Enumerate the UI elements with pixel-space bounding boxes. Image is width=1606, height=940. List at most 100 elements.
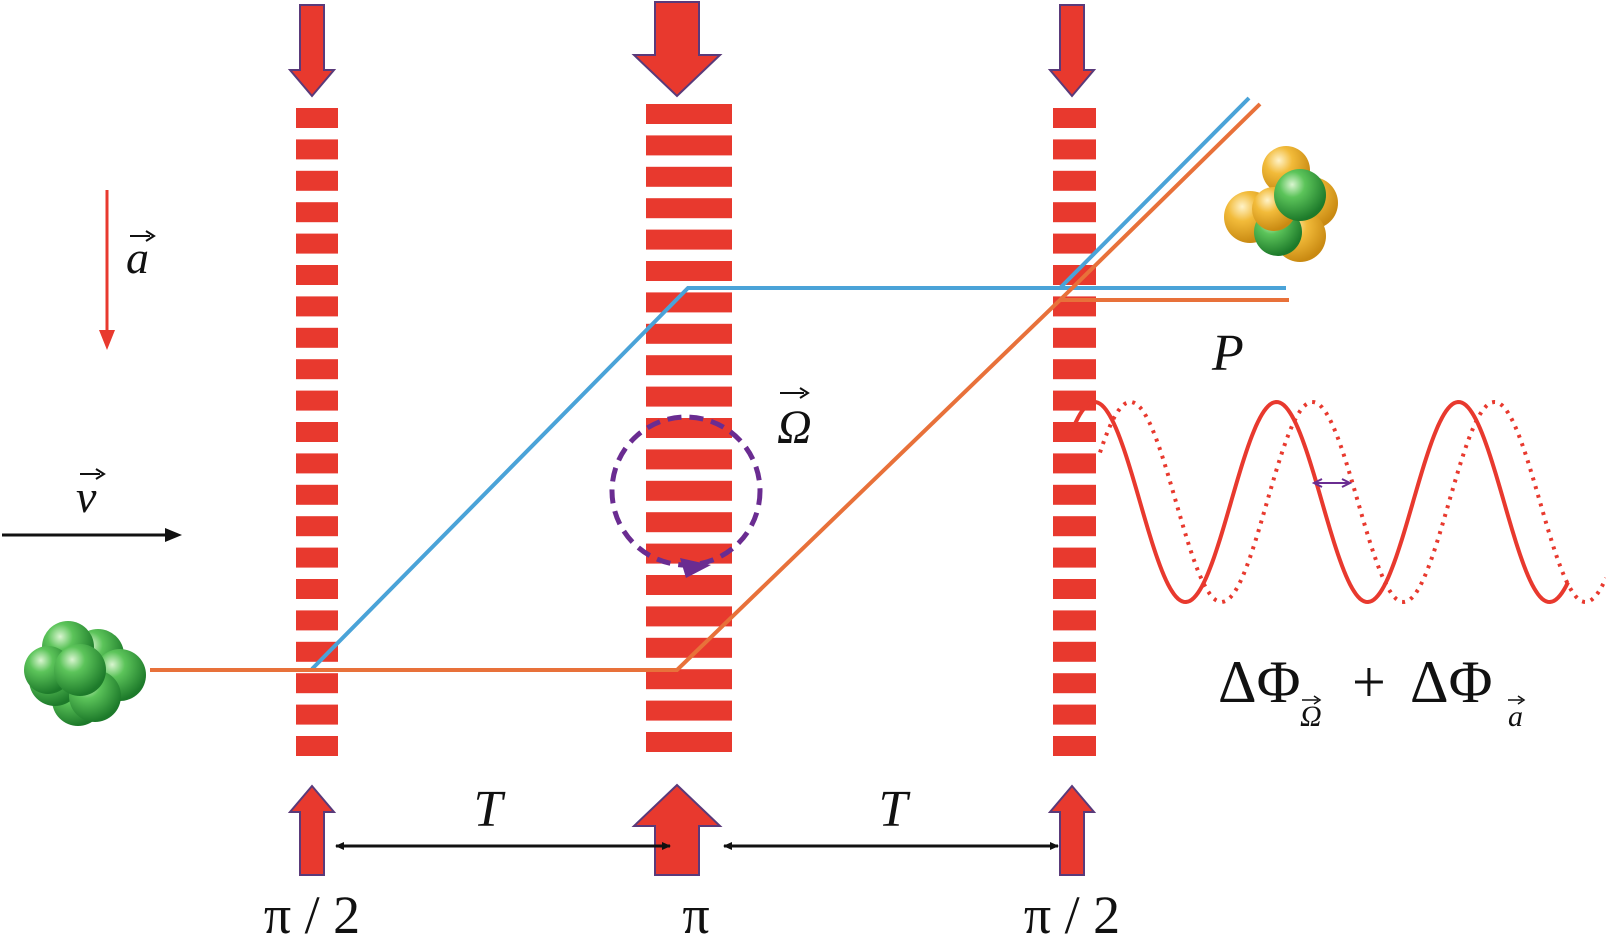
beam-left [296,108,338,756]
beam-segment [1053,390,1096,411]
beam-segment [296,296,338,317]
laser-beams [296,104,1096,756]
beam-segment [1053,359,1096,380]
acceleration-label: a [126,232,149,283]
beam-segment [646,323,732,344]
beam-segment [1053,673,1096,694]
beam-segment [1053,202,1096,223]
beam-segment [1053,233,1096,254]
phase-sub-1-hat [1302,695,1322,705]
beam-segment [296,233,338,254]
beam-segment [646,480,732,501]
beam-segment [296,139,338,160]
beam-segment [1053,170,1096,191]
beam-segment [1053,484,1096,505]
beam-segment [1053,579,1096,599]
beam-segment [1053,516,1096,537]
beam-segment [1053,641,1096,662]
beam-segment [646,512,732,533]
beam-segment [1053,422,1096,442]
right-top-pulse-arrow [1047,4,1097,98]
left-bottom-pulse-arrow [287,784,337,876]
beam-segment [646,261,732,281]
svg-text:ΔΦ: ΔΦ [1410,649,1492,715]
beam-segment [646,198,732,219]
beam-segment [646,575,732,595]
beam-segment [646,386,732,407]
phase-shift-indicator [1311,478,1353,488]
right-bottom-pulse-arrow [1047,784,1097,876]
beam-segment [296,641,338,662]
beam-segment [1053,453,1096,474]
beam-segment [646,135,732,156]
beam-segment [646,669,732,690]
velocity-arrow [2,528,182,542]
mixed-atom-cluster-icon [1224,146,1338,262]
beam-segment [296,579,338,599]
beam-segment [646,166,732,187]
pulse-arrows [287,1,1097,876]
beam-segment [1053,108,1096,128]
beam-segment [1053,736,1096,756]
beam-segment [296,202,338,223]
beam-segment [296,484,338,505]
beam-segment [646,637,732,658]
beam-segment [296,170,338,191]
beam-segment [1053,547,1096,568]
beam-segment [646,700,732,721]
acceleration-vector-hat [130,230,156,242]
beam-segment [296,108,338,128]
svg-text:ΔΦ: ΔΦ [1218,649,1300,715]
phase-sub-2-hat [1508,695,1526,705]
pulse-right-label: π / 2 [1024,885,1120,940]
phase-plus: + [1352,649,1386,715]
beam-segment [296,673,338,694]
pulse-left-label: π / 2 [264,885,360,940]
beam-segment [296,516,338,537]
beam-segment [646,732,732,752]
pulse-center-label: π [682,885,709,940]
center-top-pulse-arrow [631,1,723,98]
beam-segment [296,265,338,285]
beam-segment [646,229,732,250]
beam-segment [1053,610,1096,631]
beam-right [1053,108,1096,756]
velocity-label: v [76,471,97,522]
phase-delta-2: ΔΦ [1410,649,1492,715]
beam-segment [646,104,732,124]
rotation-loop-arrowhead [680,558,711,578]
beam-segment [296,359,338,380]
phase-sub-2: a [1508,700,1523,733]
left-top-pulse-arrow [287,4,337,98]
beam-segment [296,547,338,568]
beam-segment [1053,704,1096,725]
interval-right-label: T [879,781,911,838]
beam-segment [296,736,338,756]
beam-segment [296,390,338,411]
rotation-vector-hat [780,387,810,399]
beam-segment [1053,139,1096,160]
center-bottom-pulse-arrow [631,783,723,876]
green-atom-cluster-icon [24,621,146,726]
beam-segment [296,422,338,442]
port-label: P [1211,325,1244,382]
lower-path-orange [150,298,1289,672]
beam-center [646,104,732,752]
blue-exit-upper [1058,96,1251,290]
beam-segment [646,355,732,376]
beam-segment [296,453,338,474]
beam-segment [646,606,732,627]
beam-segment [646,292,732,313]
velocity-vector-hat [80,468,106,480]
beam-segment [296,704,338,725]
acceleration-arrow [99,190,115,350]
beam-segment [296,610,338,631]
interference-wave-shifted [1098,399,1606,605]
beam-segment [296,327,338,348]
beam-segment [646,418,732,438]
phase-formula: ΔΦ Ω + ΔΦ a [1218,649,1526,733]
beam-segment [646,449,732,470]
orange-exit-upper [1058,102,1262,302]
phase-delta-1: ΔΦ [1218,649,1300,715]
